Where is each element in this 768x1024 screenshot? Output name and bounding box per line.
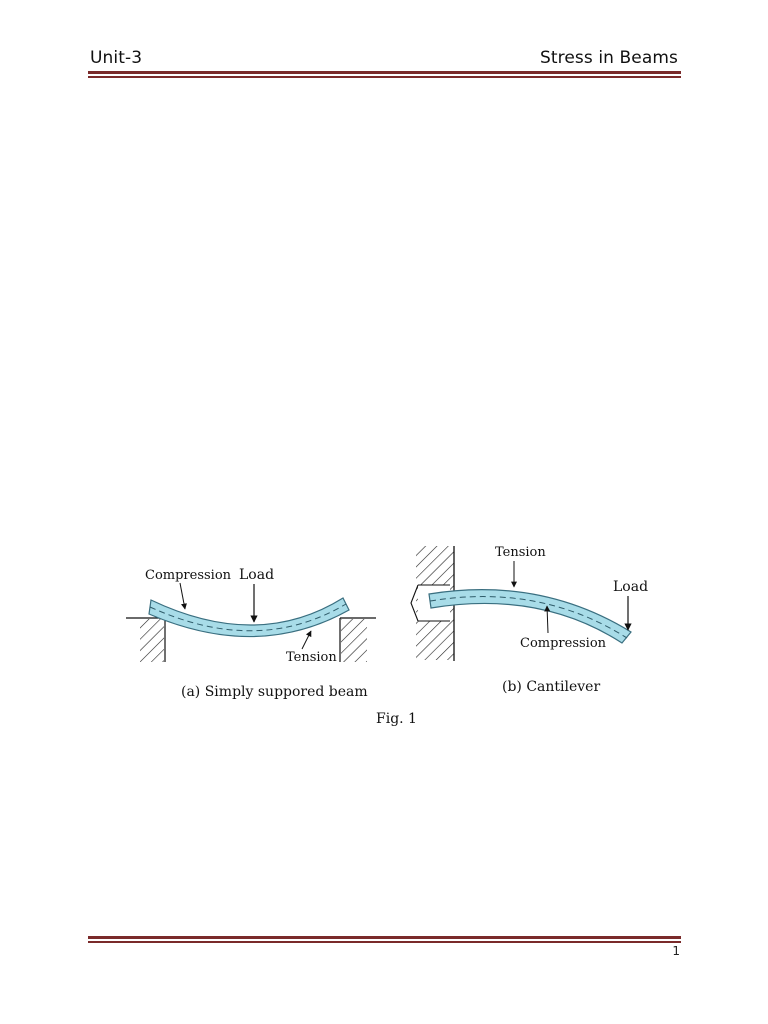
label-tension-a: Tension bbox=[286, 650, 337, 665]
label-load-b: Load bbox=[613, 579, 648, 595]
neutral-axis-b bbox=[429, 596, 628, 639]
header-rule-thick bbox=[88, 71, 681, 74]
arrow-tension-a bbox=[301, 630, 312, 650]
right-support-hatch bbox=[341, 619, 367, 662]
header-unit: Unit-3 bbox=[90, 48, 143, 68]
beam-bending-figure: Compression Load Tension (a) Simply supp… bbox=[126, 545, 648, 727]
arrow-compression-b bbox=[544, 605, 551, 634]
simply-supported-beam-diagram: Compression Load Tension (a) Simply supp… bbox=[126, 567, 376, 700]
caption-a: (a) Simply suppored beam bbox=[181, 684, 368, 700]
page-number: 1 bbox=[672, 944, 680, 958]
left-support-hatch bbox=[140, 619, 164, 662]
arrow-compression-a bbox=[179, 582, 187, 610]
simply-supported-beam bbox=[148, 597, 350, 638]
label-compression-b: Compression bbox=[520, 636, 607, 651]
clamp-outline bbox=[410, 584, 450, 622]
caption-b: (b) Cantilever bbox=[502, 679, 600, 695]
footer-rule-thin bbox=[88, 941, 681, 943]
label-load-a: Load bbox=[239, 567, 274, 583]
header-rule-thin bbox=[88, 76, 681, 78]
label-tension-b: Tension bbox=[495, 545, 546, 560]
figure-caption: Fig. 1 bbox=[376, 711, 417, 727]
cantilever-beam bbox=[428, 589, 632, 644]
footer-rule-thick bbox=[88, 936, 681, 939]
label-compression-a: Compression bbox=[145, 568, 232, 583]
cantilever-diagram: Tension Load Compression (b) Cantilever bbox=[410, 545, 648, 695]
header-title: Stress in Beams bbox=[539, 48, 678, 68]
